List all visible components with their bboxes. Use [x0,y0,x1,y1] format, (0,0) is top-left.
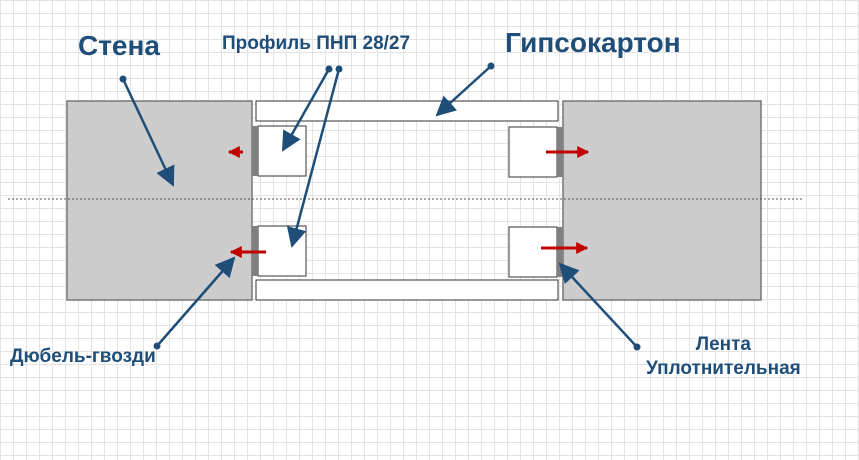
label-wall: Стена [78,30,160,61]
pointer-line-profile-1 [281,68,331,152]
sealing-tape-bottom-right [557,227,563,277]
label-drywall: Гипсокартон [505,27,681,58]
drywall-board-top [255,100,559,122]
label-profile: Профиль ПНП 28/27 [222,33,411,54]
pointer-line-wall [121,78,175,187]
label-sealing-tape: Лента Уплотнительная [646,333,801,381]
label-dowel-nails: Дюбель-гвозди [10,346,156,367]
pointer-line-tape [558,262,638,348]
right-wall [562,100,762,301]
drywall-board-bottom [255,279,559,301]
label-sealing-tape-line2: Уплотнительная [646,358,801,379]
label-sealing-tape-line1: Лента [695,334,751,355]
pointer-line-dowel [156,256,236,347]
pointer-line-profile-2 [286,68,341,248]
profile-bottom-right [508,226,558,278]
sealing-tape-top-left [252,126,258,176]
pointer-line-drywall [435,65,492,117]
profile-top-left [257,125,307,177]
